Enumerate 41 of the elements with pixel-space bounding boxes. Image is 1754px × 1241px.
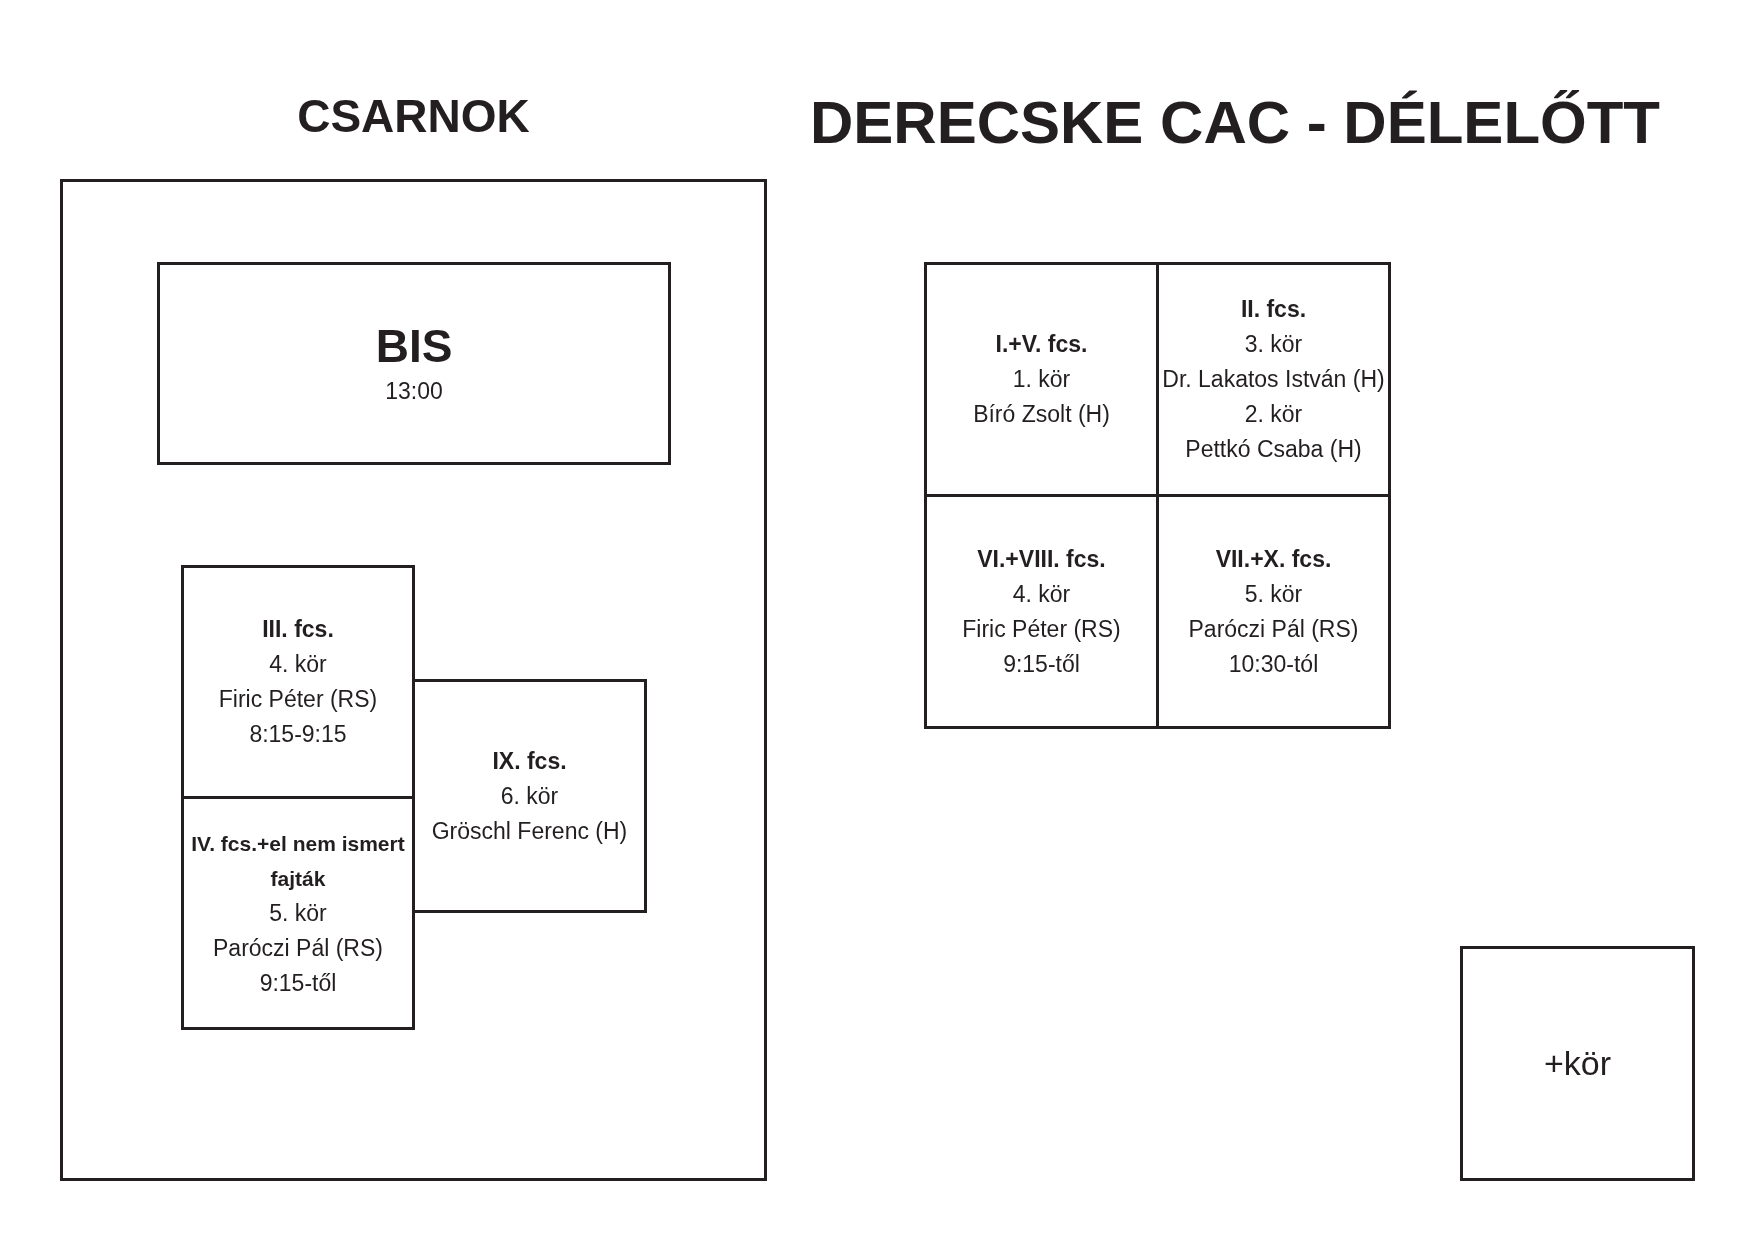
ring-box bbox=[181, 565, 415, 799]
page-title: DERECSKE CAC - DÉLELŐTT bbox=[809, 88, 1661, 158]
ring-detail: 8:15-9:15 bbox=[249, 720, 347, 749]
ring-detail: 1. kör bbox=[1012, 365, 1071, 394]
group-heading: II. fcs. bbox=[1240, 295, 1307, 324]
ring-label: +kör bbox=[1543, 1046, 1612, 1081]
ring-box bbox=[924, 262, 1159, 497]
group-heading: I.+V. fcs. bbox=[995, 330, 1088, 359]
ring-detail: 4. kör bbox=[269, 650, 327, 679]
group-heading: III. fcs. bbox=[262, 615, 334, 644]
ring-detail: Firic Péter (RS) bbox=[218, 685, 378, 714]
stage-name: BIS bbox=[375, 319, 453, 374]
group-heading: IX. fcs. bbox=[492, 746, 567, 776]
ring-detail: Paróczi Pál (RS) bbox=[213, 933, 383, 963]
ring-detail: Pettkó Csaba (H) bbox=[1185, 435, 1362, 464]
ring-detail: 5. kör bbox=[269, 898, 327, 928]
ring-box bbox=[1156, 494, 1391, 729]
ring-detail: 9:15-től bbox=[1003, 649, 1080, 679]
ring-detail: Paróczi Pál (RS) bbox=[1188, 614, 1359, 644]
ring-box bbox=[181, 796, 415, 1030]
ring-detail: Gröschl Ferenc (H) bbox=[431, 816, 628, 846]
ring-detail: 4. kör bbox=[1012, 579, 1071, 609]
ring-box bbox=[1460, 946, 1695, 1181]
hall-heading: CSARNOK bbox=[296, 89, 531, 144]
stage-time: 13:00 bbox=[385, 377, 443, 406]
group-heading: IV. fcs.+el nem ismert fajták bbox=[190, 830, 406, 892]
ring-box bbox=[1156, 262, 1391, 497]
ring-detail: Bíró Zsolt (H) bbox=[973, 400, 1110, 429]
ring-detail: Firic Péter (RS) bbox=[962, 614, 1121, 644]
ring-detail: 3. kör bbox=[1244, 330, 1303, 359]
stage-box bbox=[157, 262, 671, 465]
ring-detail: Dr. Lakatos István (H) bbox=[1162, 365, 1385, 394]
group-heading: VII.+X. fcs. bbox=[1215, 544, 1332, 574]
ring-detail: 6. kör bbox=[500, 781, 559, 811]
ring-box bbox=[924, 494, 1159, 729]
ring-detail: 5. kör bbox=[1244, 579, 1303, 609]
group-heading: VI.+VIII. fcs. bbox=[977, 544, 1106, 574]
ring-detail: 2. kör bbox=[1244, 400, 1303, 429]
ring-box bbox=[412, 679, 647, 913]
ring-detail: 10:30-tól bbox=[1228, 649, 1319, 679]
ring-detail: 9:15-től bbox=[259, 968, 337, 998]
